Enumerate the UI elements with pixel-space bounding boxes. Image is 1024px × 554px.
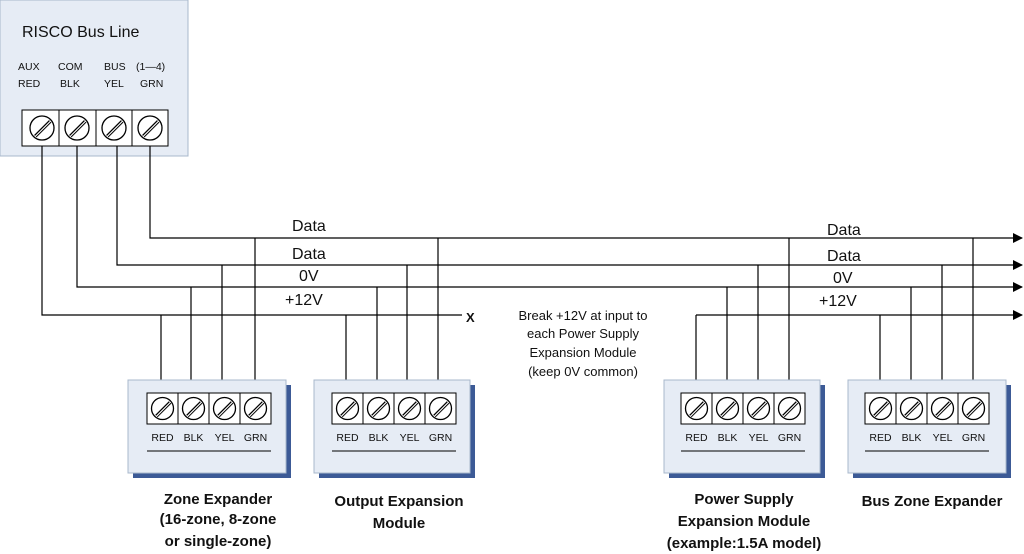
terminal-bottom-label: YEL	[104, 78, 124, 90]
terminal-label: GRN	[962, 432, 985, 444]
bus-label-0v: 0V	[299, 268, 319, 285]
terminal-screw	[181, 396, 206, 421]
note-line: each Power Supply	[527, 326, 640, 341]
terminal-screw	[101, 115, 127, 141]
caption-line: or single-zone)	[165, 533, 272, 550]
terminal-top-label: BUS	[104, 61, 126, 73]
terminal-label: RED	[336, 432, 359, 444]
terminal-screw	[397, 396, 422, 421]
caption-line: (16-zone, 8-zone	[160, 511, 277, 528]
terminal-label: RED	[869, 432, 892, 444]
module-captions: Zone Expander (16-zone, 8-zone or single…	[160, 491, 1003, 552]
panel-title: RISCO Bus Line	[22, 24, 139, 41]
data-wire-grn	[149, 146, 1023, 243]
terminal-bottom-label: RED	[18, 78, 41, 90]
risco-panel: RISCO Bus Line AUX COM BUS (1—4) RED BLK…	[0, 0, 189, 157]
terminal-label: YEL	[400, 432, 420, 444]
terminal-screw	[684, 396, 709, 421]
terminal-label: GRN	[778, 432, 801, 444]
terminal-screw	[715, 396, 740, 421]
bus-label-data: Data	[292, 218, 326, 235]
note-line: (keep 0V common)	[528, 364, 638, 379]
terminal-screw	[335, 396, 360, 421]
terminal-label: YEL	[215, 432, 235, 444]
terminal-bottom-label: GRN	[140, 78, 163, 90]
caption-line: Module	[373, 515, 426, 532]
terminal-label: BLK	[184, 432, 204, 444]
break-mark: X	[466, 310, 475, 325]
note-line: Expansion Module	[530, 345, 637, 360]
terminal-label: YEL	[933, 432, 953, 444]
terminal-label: GRN	[429, 432, 452, 444]
bus-label-data: Data	[827, 248, 861, 265]
expansion-module: RED BLK YEL GRN	[127, 379, 291, 478]
terminal-screw	[930, 396, 955, 421]
terminal-screw	[150, 396, 175, 421]
data-wire-yel	[116, 146, 1023, 270]
terminal-label: BLK	[369, 432, 389, 444]
caption-line: Power Supply	[694, 491, 794, 508]
terminal-screw	[366, 396, 391, 421]
caption-line: Output Expansion	[334, 493, 463, 510]
terminal-label: GRN	[244, 432, 267, 444]
plus12v-wire-left	[41, 146, 462, 316]
break-note: Break +12V at input to each Power Supply…	[518, 308, 647, 379]
terminal-screw	[961, 396, 986, 421]
bus-label-0v: 0V	[833, 270, 853, 287]
terminal-label: RED	[685, 432, 708, 444]
terminal-label: RED	[151, 432, 174, 444]
terminal-screws	[29, 110, 163, 146]
terminal-top-label: (1—4)	[136, 61, 165, 73]
terminal-screw	[243, 396, 268, 421]
terminal-label: BLK	[718, 432, 738, 444]
modules: RED BLK YEL GRN RED BLK YEL GRN RED BLK YEL GRN RED B…	[127, 379, 1011, 478]
caption-line: Zone Expander	[164, 491, 273, 508]
terminal-screw	[428, 396, 453, 421]
terminal-screw	[868, 396, 893, 421]
terminal-screw	[746, 396, 771, 421]
bus-label-data: Data	[292, 246, 326, 263]
bus-label-data: Data	[827, 222, 861, 239]
terminal-top-label: COM	[58, 61, 83, 73]
terminal-screw	[212, 396, 237, 421]
bus-wires	[41, 146, 1023, 398]
terminal-screw	[899, 396, 924, 421]
terminal-screw	[137, 115, 163, 141]
terminal-top-label: AUX	[18, 61, 40, 73]
expansion-module: RED BLK YEL GRN	[663, 379, 825, 478]
terminal-label: BLK	[902, 432, 922, 444]
terminal-screw	[29, 115, 55, 141]
expansion-module: RED BLK YEL GRN	[847, 379, 1011, 478]
zero-v-wire	[76, 146, 1023, 292]
terminal-bottom-label: BLK	[60, 78, 80, 90]
bus-label-12v: +12V	[285, 292, 323, 309]
expansion-module: RED BLK YEL GRN	[313, 379, 475, 478]
caption-line: Expansion Module	[678, 513, 811, 530]
note-line: Break +12V at input to	[518, 308, 647, 323]
bus-label-12v: +12V	[819, 293, 857, 310]
terminal-screw	[777, 396, 802, 421]
terminal-label: YEL	[749, 432, 769, 444]
terminal-screw	[64, 115, 90, 141]
caption-line: (example:1.5A model)	[667, 535, 822, 552]
caption-line: Bus Zone Expander	[862, 493, 1003, 510]
